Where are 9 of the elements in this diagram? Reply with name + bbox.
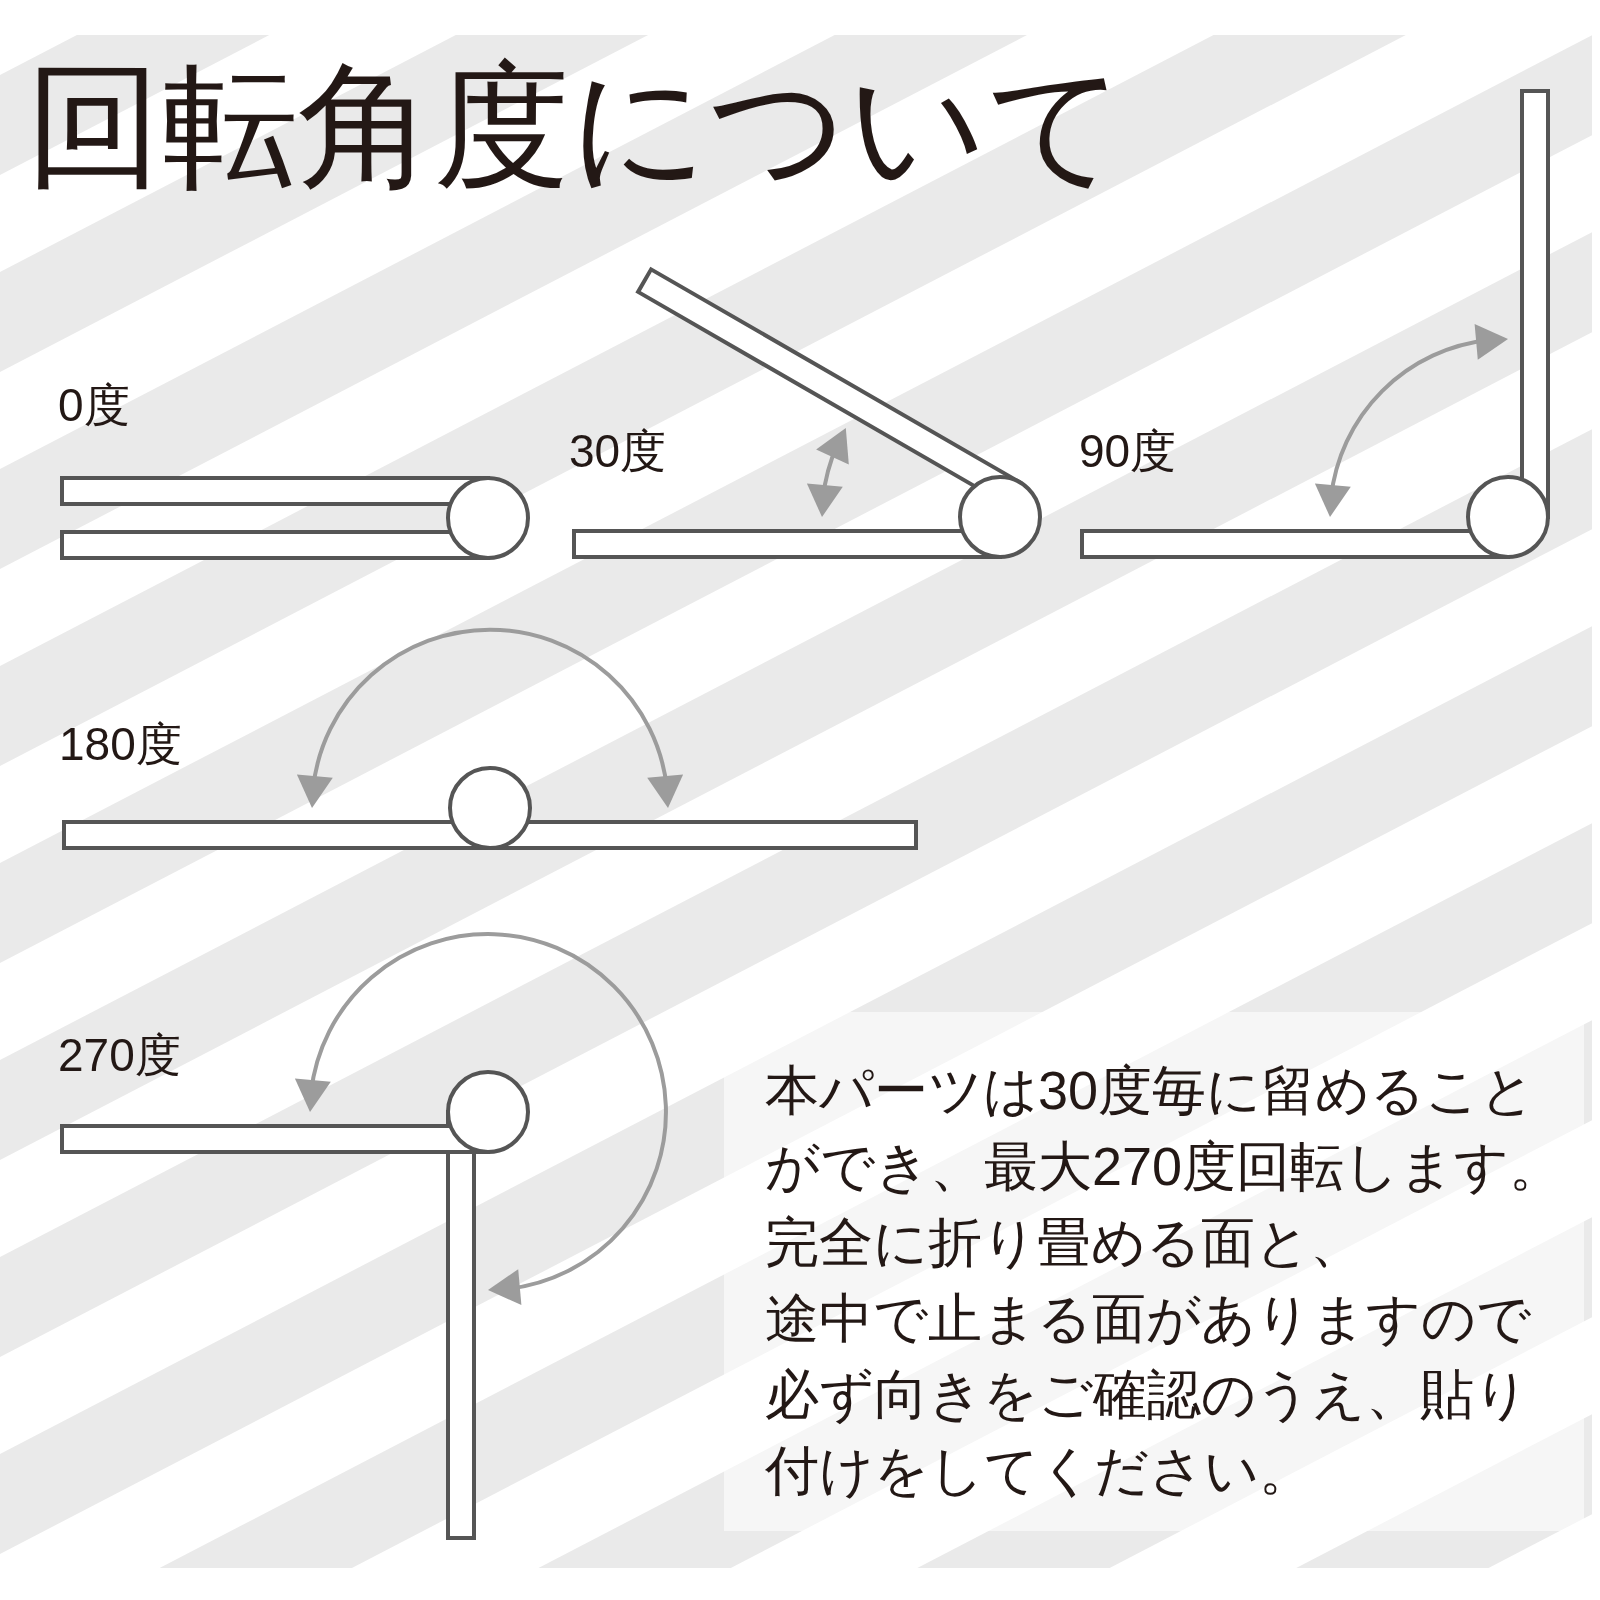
angle-label: 30度 (569, 428, 667, 474)
note-text: 途中で止まる面がありますので必ず向きをご確認のうえ、貼り付けをしてください。 (765, 1287, 1532, 1502)
note-text: 本パーツは30度毎に留めることができ、最大270度回転します。 (765, 1059, 1565, 1198)
angle-label: 270度 (58, 1032, 181, 1078)
angle-label: 0度 (58, 382, 130, 428)
note-text: 完全に折り畳める面と、 (765, 1211, 1365, 1274)
angle-label: 180度 (59, 721, 182, 767)
title: 回転角度について (26, 58, 1126, 194)
angle-label: 90度 (1079, 428, 1177, 474)
